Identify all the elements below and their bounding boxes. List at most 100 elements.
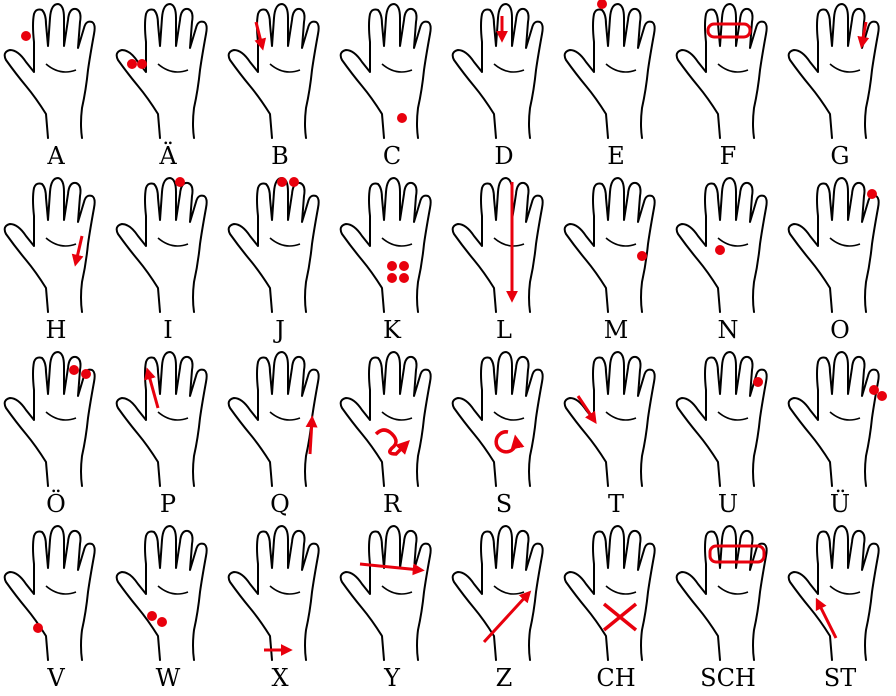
- letter-label: P: [112, 490, 224, 518]
- hand-outline: [453, 178, 543, 312]
- touch-dot: [637, 251, 647, 261]
- palm-line: [46, 586, 76, 594]
- hand-outline: [117, 178, 207, 312]
- letter-cell: D: [448, 0, 560, 174]
- hand-outline-icon: [448, 348, 560, 488]
- letter-label: G: [784, 142, 896, 170]
- hand-outline: [565, 4, 655, 138]
- letter-label: F: [672, 142, 784, 170]
- letter-label: O: [784, 316, 896, 344]
- letter-label: W: [112, 664, 224, 692]
- hand-outline: [341, 178, 431, 312]
- hand-outline-icon: [0, 348, 112, 488]
- letter-cell: K: [336, 174, 448, 348]
- hand-outline: [229, 526, 319, 660]
- touch-dot: [33, 623, 43, 633]
- palm-line: [718, 238, 748, 246]
- touch-dot: [137, 59, 147, 69]
- palm-line: [718, 586, 748, 594]
- palm-line: [46, 412, 76, 420]
- letter-label: I: [112, 316, 224, 344]
- touch-dot: [157, 617, 167, 627]
- palm-line: [382, 412, 412, 420]
- hand-outline-icon: [672, 0, 784, 140]
- letter-label: Ä: [112, 142, 224, 170]
- palm-line: [46, 64, 76, 72]
- touch-dot: [715, 245, 725, 255]
- letter-cell: Ä: [112, 0, 224, 174]
- touch-dot: [289, 177, 299, 187]
- letter-cell: M: [560, 174, 672, 348]
- hand-outline: [229, 4, 319, 138]
- palm-line: [270, 586, 300, 594]
- letter-label: M: [560, 316, 672, 344]
- touch-dot: [21, 31, 31, 41]
- hand-outline-icon: [560, 522, 672, 662]
- hand-outline: [341, 4, 431, 138]
- palm-line: [718, 412, 748, 420]
- touch-dot: [387, 273, 397, 283]
- palm-line: [830, 64, 860, 72]
- stroke-arrow: [484, 594, 528, 642]
- palm-line: [382, 238, 412, 246]
- hand-outline-icon: [784, 174, 896, 314]
- touch-dot: [399, 261, 409, 271]
- hand-outline-icon: [224, 0, 336, 140]
- hand-outline: [341, 352, 431, 486]
- hand-outline-icon: [224, 348, 336, 488]
- letter-cell: CH: [560, 522, 672, 696]
- hand-outline-icon: [784, 0, 896, 140]
- hand-outline: [5, 4, 95, 138]
- touch-dot: [867, 189, 877, 199]
- letter-label: D: [448, 142, 560, 170]
- palm-line: [494, 586, 524, 594]
- letter-cell: Q: [224, 348, 336, 522]
- letter-cell: V: [0, 522, 112, 696]
- hand-outline-icon: [784, 348, 896, 488]
- hand-outline: [117, 352, 207, 486]
- touch-dot: [397, 113, 407, 123]
- letter-label: N: [672, 316, 784, 344]
- hand-outline-icon: [672, 174, 784, 314]
- finger-band: [708, 24, 750, 37]
- hand-outline: [453, 526, 543, 660]
- hand-outline: [789, 526, 879, 660]
- palm-line: [494, 238, 524, 246]
- letter-cell: Ü: [784, 348, 896, 522]
- letter-label: E: [560, 142, 672, 170]
- palm-line: [830, 586, 860, 594]
- hand-outline-icon: [448, 522, 560, 662]
- touch-dot: [597, 0, 607, 9]
- hand-outline-icon: [448, 0, 560, 140]
- letter-label: S: [448, 490, 560, 518]
- hand-outline-icon: [560, 174, 672, 314]
- hand-outline: [789, 178, 879, 312]
- palm-line: [830, 412, 860, 420]
- touch-dot: [387, 261, 397, 271]
- letter-label: R: [336, 490, 448, 518]
- letter-label: V: [0, 664, 112, 692]
- hand-outline-icon: [112, 348, 224, 488]
- letter-cell: F: [672, 0, 784, 174]
- touch-dot: [147, 611, 157, 621]
- hand-outline-icon: [0, 174, 112, 314]
- palm-line: [606, 586, 636, 594]
- palm-line: [158, 64, 188, 72]
- stroke-arrow: [76, 236, 82, 262]
- letter-cell: Z: [448, 522, 560, 696]
- hand-outline: [677, 352, 767, 486]
- palm-line: [46, 238, 76, 246]
- letter-label: CH: [560, 664, 672, 692]
- palm-line: [270, 64, 300, 72]
- hand-outline: [5, 352, 95, 486]
- letter-label: X: [224, 664, 336, 692]
- palm-line: [606, 238, 636, 246]
- hand-outline: [453, 4, 543, 138]
- letter-cell: G: [784, 0, 896, 174]
- letter-cell: T: [560, 348, 672, 522]
- palm-line: [382, 64, 412, 72]
- stroke-arrow: [148, 372, 158, 408]
- hand-outline-icon: [224, 174, 336, 314]
- letter-label: Ö: [0, 490, 112, 518]
